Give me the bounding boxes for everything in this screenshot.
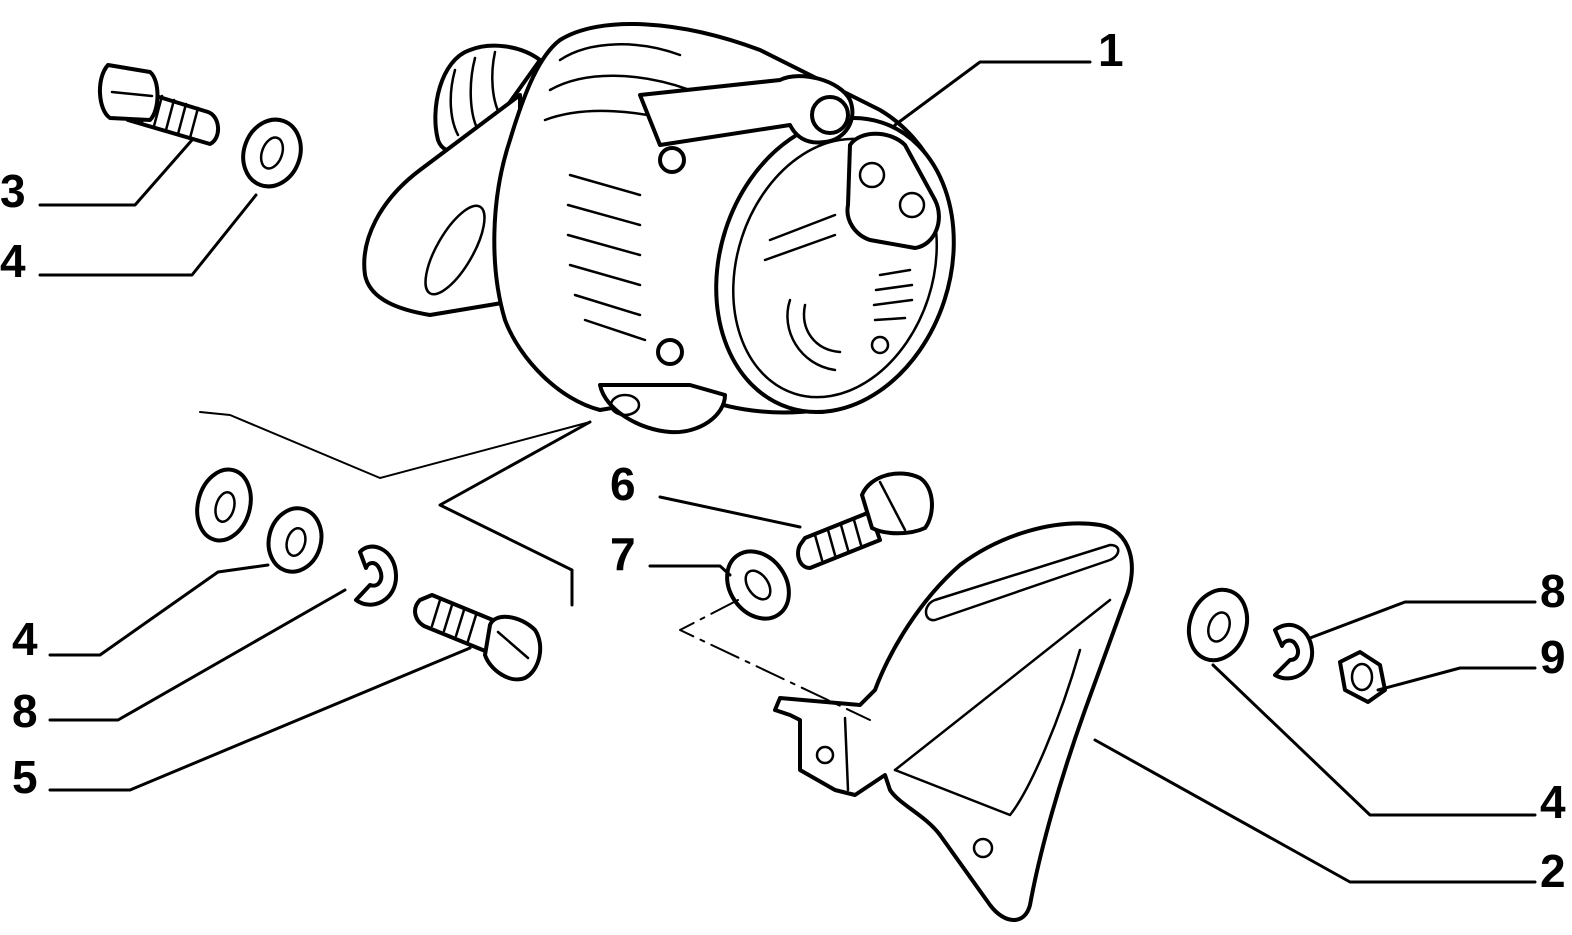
washer-part-4-left-2 (266, 506, 324, 574)
callout-3: 3 (0, 165, 26, 217)
bolt-part-5 (413, 593, 543, 682)
callout-8-right: 8 (1540, 565, 1566, 617)
callout-6: 6 (610, 458, 636, 510)
callout-8-left: 8 (12, 685, 38, 737)
spring-washer-part-8-right (1273, 622, 1315, 681)
washer-part-4-left-1 (195, 467, 253, 543)
callout-7: 7 (610, 528, 636, 580)
leader-lines (38, 60, 1537, 884)
alternator-part (362, 22, 956, 435)
callout-4-left: 4 (12, 613, 38, 665)
callout-2: 2 (1540, 845, 1566, 897)
bracket-part-2 (773, 521, 1134, 922)
callout-4-right: 4 (1540, 776, 1566, 828)
callout-labels: 1 2 3 4 4 4 5 6 7 8 8 9 (0, 24, 1566, 897)
spring-washer-part-8-left (354, 544, 399, 607)
washer-part-4-top (241, 117, 303, 189)
assembly-lines (199, 411, 871, 721)
washer-part-7 (725, 549, 791, 621)
washer-part-4-right (1186, 587, 1250, 663)
callout-5: 5 (12, 751, 38, 803)
callout-9: 9 (1540, 631, 1566, 683)
bolt-part-3 (97, 63, 220, 146)
callout-4-top: 4 (0, 235, 26, 287)
callout-1: 1 (1098, 24, 1124, 76)
bolt-part-6 (796, 471, 934, 570)
nut-part-9 (1338, 650, 1387, 704)
